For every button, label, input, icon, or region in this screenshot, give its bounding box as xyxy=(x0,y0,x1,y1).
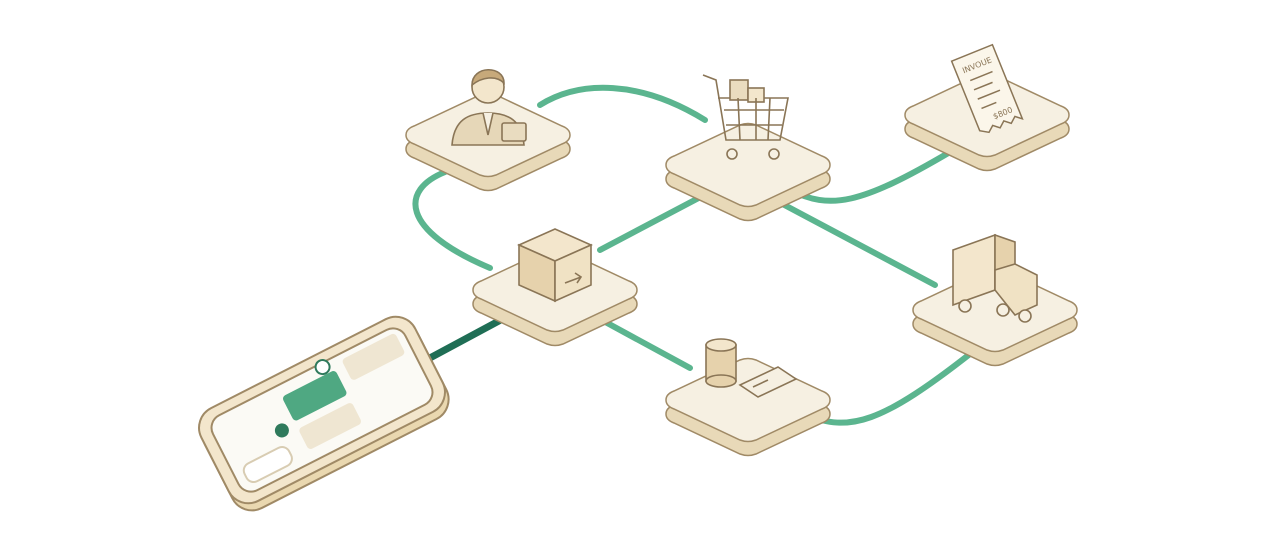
package-box-icon xyxy=(517,228,593,303)
chat-bubble-received xyxy=(299,403,361,449)
link-box-card xyxy=(595,315,693,371)
chat-bubble-sent xyxy=(283,371,347,421)
link-cart-box xyxy=(597,189,713,253)
smartphone-chat-icon xyxy=(198,315,450,512)
coins-and-card-icon xyxy=(705,338,798,398)
shopping-cart-icon xyxy=(702,74,789,160)
link-cart-truck xyxy=(772,197,938,288)
link-person-cart xyxy=(537,84,708,123)
message-input[interactable] xyxy=(241,444,295,485)
link-person-box xyxy=(412,169,493,271)
receipt-icon: INVOUE $800 xyxy=(950,43,1024,134)
delivery-truck-icon xyxy=(952,233,1038,323)
tile-payment xyxy=(665,357,831,457)
tile-shopping-cart xyxy=(665,122,831,222)
businessman-icon xyxy=(451,69,527,146)
link-card-truck xyxy=(802,347,978,426)
chat-bubble-received xyxy=(342,333,405,380)
